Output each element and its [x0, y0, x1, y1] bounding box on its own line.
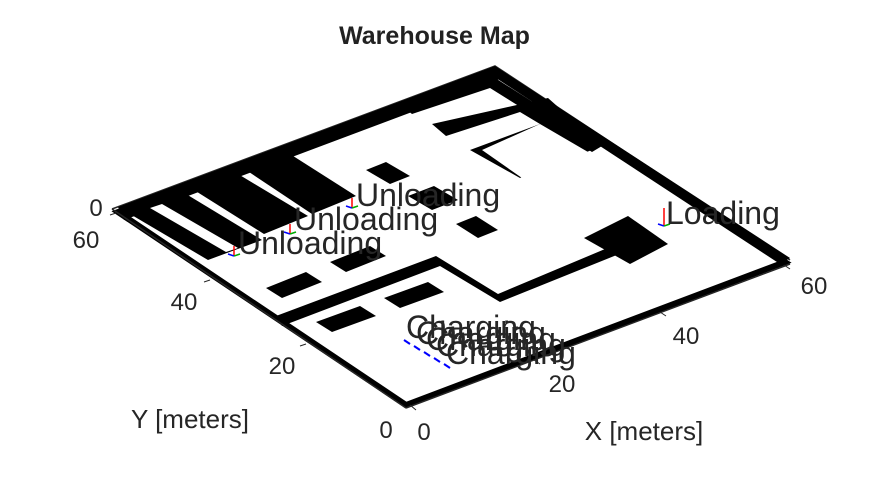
- label-charging-2: Charging: [416, 315, 546, 351]
- obstacle-block-7: [316, 306, 376, 332]
- obstacle-rack-3: [246, 154, 356, 214]
- x-tick-label-0: 0: [417, 419, 430, 446]
- label-charging-1: Charging: [406, 309, 536, 345]
- x-tick-40: [659, 311, 667, 317]
- label-charging-4: Charging: [436, 327, 566, 363]
- obstacle-block-1: [366, 162, 410, 184]
- chart-title: Warehouse Map: [339, 22, 530, 50]
- marker-unloading-1: [345, 198, 359, 209]
- label-loading: Loading: [666, 195, 780, 231]
- obstacle-top-wall: [402, 76, 602, 152]
- map-top-band: [118, 66, 500, 220]
- obstacle-rack-2: [194, 174, 308, 234]
- obstacle-block-2: [408, 186, 458, 210]
- axis-front-y: [111, 208, 407, 409]
- marker-loading: [657, 208, 671, 227]
- obstacle-right-room: [584, 216, 668, 264]
- obstacle-block-6: [384, 282, 444, 308]
- obstacle-block-4: [330, 246, 386, 272]
- z-tick-label-0: 0: [89, 195, 102, 222]
- label-unloading-1: Unloading: [356, 177, 500, 213]
- y-tick-label-20: 20: [269, 353, 296, 380]
- y-tick-60: [109, 212, 117, 216]
- obstacle-block-5: [266, 272, 322, 298]
- label-charging-5: Charging: [446, 335, 576, 371]
- y-tick-20: [299, 343, 307, 347]
- marker-unloading-2: [283, 224, 297, 235]
- label-unloading-3: Unloading: [238, 225, 382, 261]
- obstacle-top-room-inner: [482, 124, 588, 178]
- y-axis-label: Y [meters]: [131, 404, 249, 434]
- marker-charging-group: [403, 339, 451, 369]
- x-axis-label: X [meters]: [585, 416, 703, 446]
- obstacle-block-3: [456, 216, 498, 238]
- y-tick-label-0: 0: [379, 417, 392, 444]
- x-tick-label-40: 40: [673, 323, 700, 350]
- x-tick-0: [409, 404, 417, 411]
- x-tick-label-20: 20: [549, 371, 576, 398]
- axis-front-x: [405, 263, 791, 409]
- y-tick-label-60: 60: [73, 227, 100, 254]
- y-tick-40: [203, 279, 211, 283]
- x-tick-60: [783, 264, 791, 270]
- x-tick-label-60: 60: [801, 273, 828, 300]
- label-charging-3: Charging: [426, 321, 556, 357]
- marker-unloading-3: [227, 246, 241, 257]
- y-tick-label-40: 40: [171, 289, 198, 316]
- x-tick-20: [533, 359, 541, 365]
- label-unloading-2: Unloading: [294, 201, 438, 237]
- obstacle-rack-stripe-1: [150, 204, 238, 252]
